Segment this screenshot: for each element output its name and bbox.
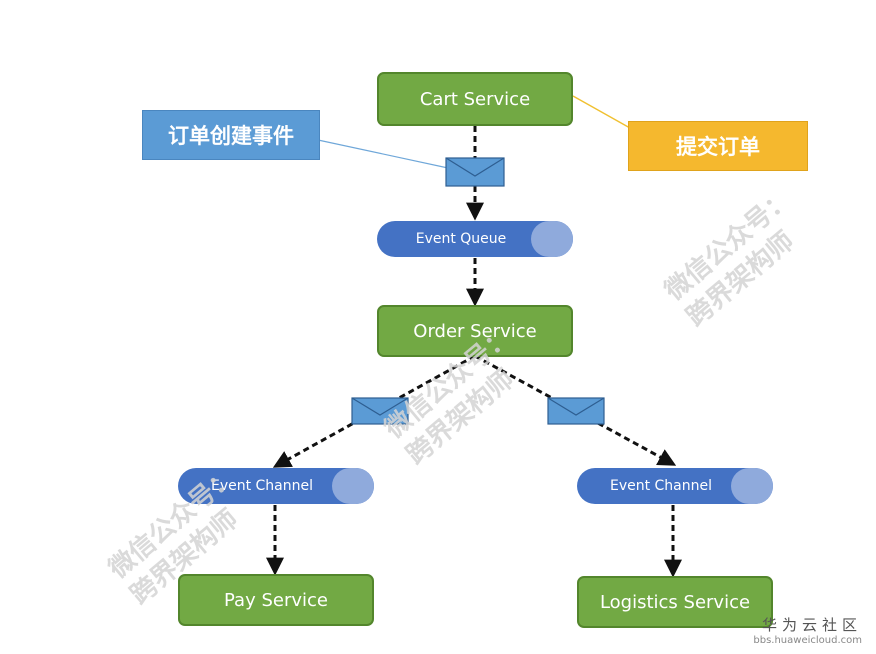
brand-footer: 华为云社区 bbs.huaweicloud.com — [753, 614, 862, 646]
order-service-node: Order Service — [377, 305, 573, 357]
event-queue-label: Event Queue — [415, 231, 507, 247]
envelope-icon — [351, 397, 409, 425]
order-created-event-callout: 订单创建事件 — [142, 110, 320, 160]
event-channel-left-label: Event Channel — [210, 478, 314, 494]
callout-line-submit — [572, 95, 631, 129]
brand-url: bbs.huaweicloud.com — [753, 635, 862, 646]
submit-order-text: 提交订单 — [676, 135, 760, 159]
logistics-service-label: Logistics Service — [599, 591, 751, 613]
logistics-service-node: Logistics Service — [577, 576, 773, 628]
cart-service-label: Cart Service — [419, 88, 531, 110]
event-queue-node: Event Queue — [377, 221, 573, 257]
cart-service-node: Cart Service — [377, 72, 573, 126]
pay-service-label: Pay Service — [224, 589, 328, 611]
submit-order-callout: 提交订单 — [628, 121, 808, 171]
cylinder-cap — [731, 468, 773, 504]
brand-name: 华为云社区 — [761, 616, 862, 634]
event-channel-right-node: Event Channel — [577, 468, 773, 504]
cylinder-cap — [531, 221, 573, 257]
envelope-icon — [445, 157, 505, 187]
envelope-icon — [547, 397, 605, 425]
event-channel-right-label: Event Channel — [609, 478, 713, 494]
event-channel-left-node: Event Channel — [178, 468, 374, 504]
callout-line-event — [317, 139, 449, 169]
pay-service-node: Pay Service — [178, 574, 374, 626]
order-service-label: Order Service — [413, 320, 537, 342]
cylinder-cap — [332, 468, 374, 504]
order-created-event-text: 订单创建事件 — [168, 124, 294, 148]
